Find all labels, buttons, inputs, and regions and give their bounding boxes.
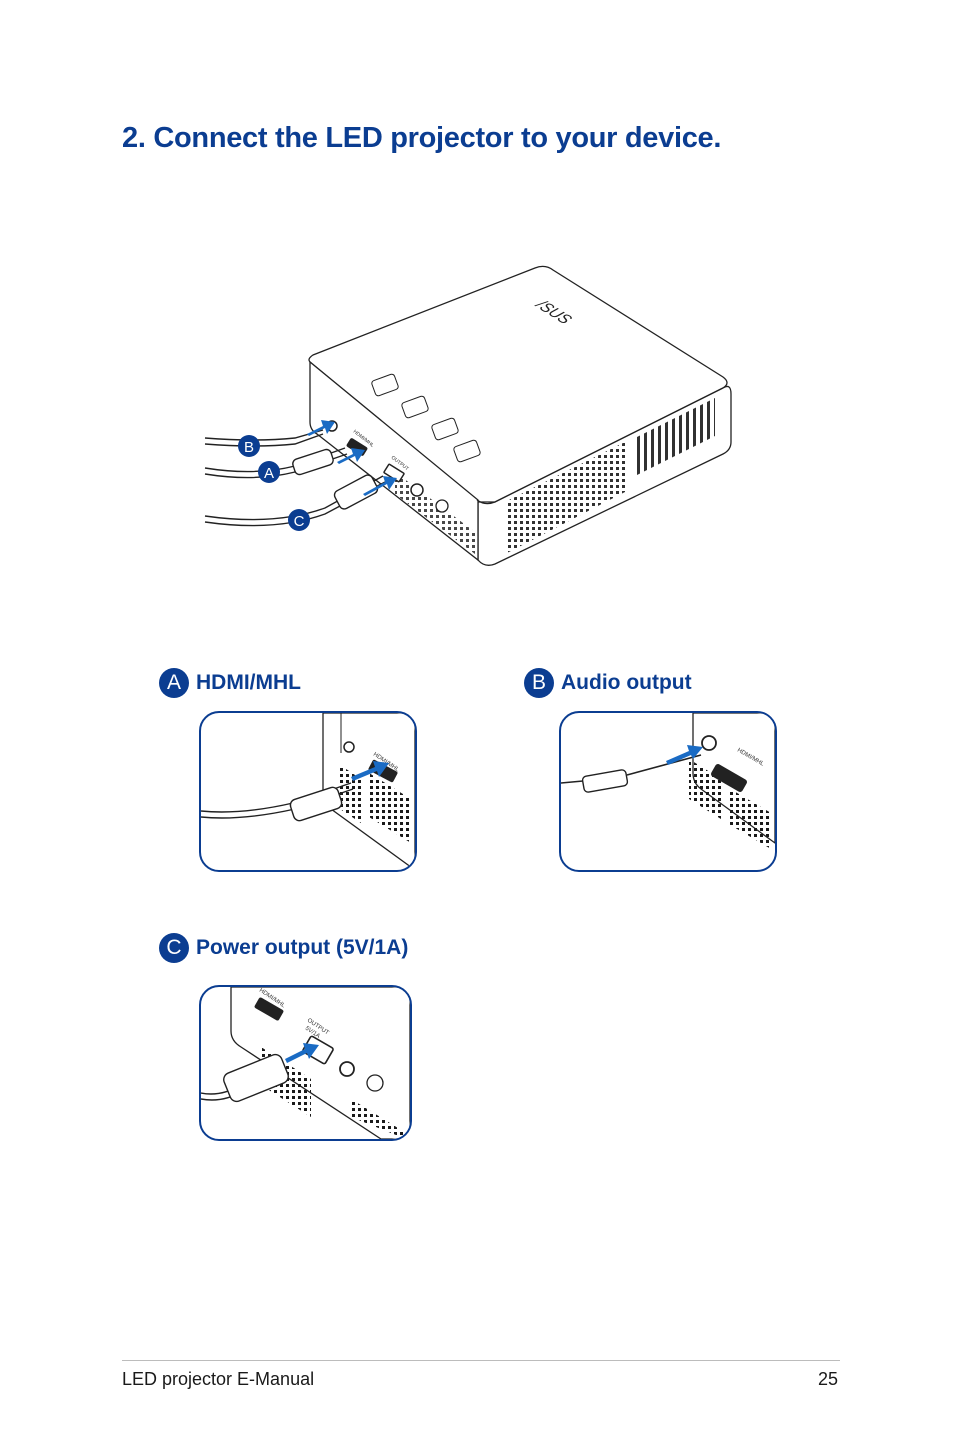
usb-cable (204, 475, 384, 521)
detail-power: HDMI/MHL OUTPUT 5V/1A (199, 985, 412, 1141)
caption-hdmi: A HDMI/MHL (159, 668, 301, 698)
dc-port (410, 483, 424, 497)
badge-b: B (524, 668, 554, 698)
footer-divider (122, 1360, 840, 1361)
badge-c: C (159, 933, 189, 963)
badge-a: A (159, 668, 189, 698)
callout-a: A (258, 461, 280, 483)
footer-manual-name: LED projector E-Manual (122, 1369, 315, 1389)
projector-illustration: /SUS HDMI/MHL OUTPUT (195, 262, 740, 572)
caption-hdmi-label: HDMI/MHL (196, 671, 301, 694)
connection-arrows (307, 420, 397, 496)
caption-audio: B Audio output (524, 668, 692, 698)
detail-hdmi: HDMI/MHL (199, 711, 417, 872)
page-title: 2. Connect the LED projector to your dev… (122, 122, 722, 154)
caption-audio-label: Audio output (561, 671, 692, 694)
svg-text:A: A (264, 465, 274, 482)
caption-power: C Power output (5V/1A) (159, 933, 408, 963)
control-buttons (371, 373, 481, 463)
power-button (435, 499, 449, 513)
caption-power-label: Power output (5V/1A) (196, 936, 409, 959)
svg-text:B: B (244, 439, 254, 456)
detail-audio: HDMI/MHL (559, 711, 777, 872)
svg-text:C: C (294, 513, 305, 530)
audio-cable (204, 429, 324, 441)
callout-c: C (288, 509, 310, 531)
callout-b: B (238, 435, 260, 457)
footer-page-number: 25 (817, 1369, 838, 1389)
